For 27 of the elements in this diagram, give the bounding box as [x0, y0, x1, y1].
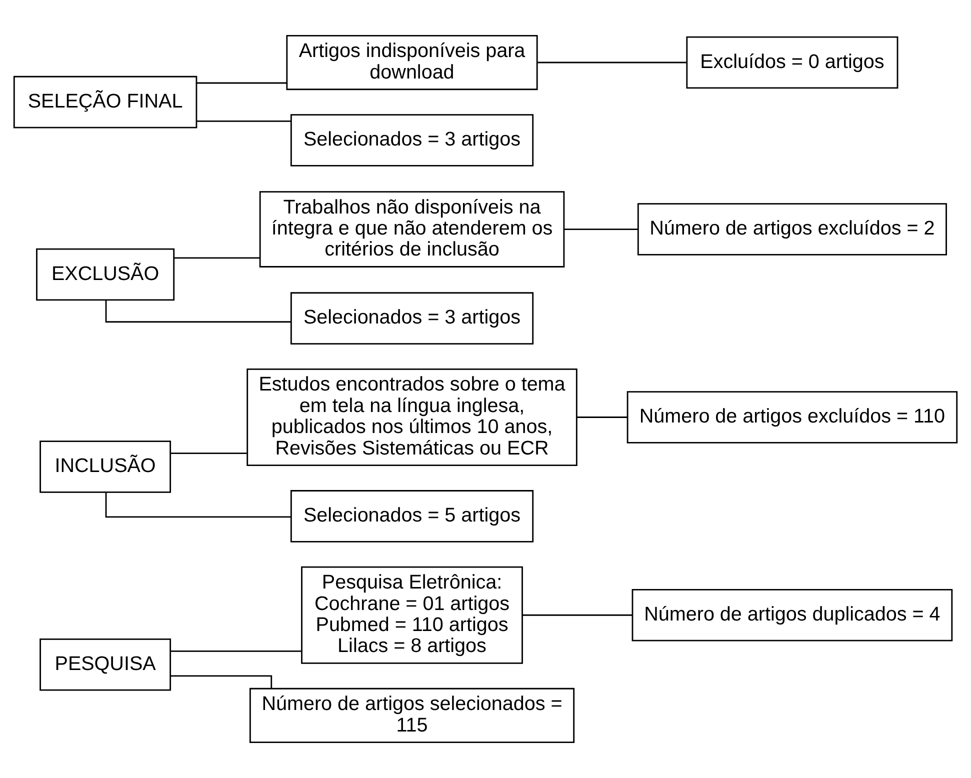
- node-box: Selecionados = 3 artigos: [290, 292, 534, 344]
- node-box: EXCLUSÃO: [36, 248, 175, 301]
- connector: [538, 62, 686, 64]
- node-box: Selecionados = 5 artigos: [290, 490, 534, 542]
- node-box: Trabalhos não disponíveis na íntegra e que não atenderem os critérios de inclusão: [259, 191, 565, 268]
- connector: [170, 452, 247, 454]
- node-box: Estudos encontrados sobre o tema em tela na língua inglesa, publicados nos últimos 10 anos, Revisões Sistemáticas ou ECR: [246, 368, 578, 466]
- node-box: Selecionados = 3 artigos: [290, 114, 534, 166]
- connector: [170, 650, 302, 652]
- connector: [196, 82, 287, 84]
- node-box: SELEÇÃO FINAL: [13, 76, 198, 128]
- connector: [577, 416, 628, 418]
- node-box: Número de artigos duplicados = 4: [632, 589, 953, 642]
- node-box: Número de artigos selecionados = 115: [249, 688, 575, 744]
- node-box: Pesquisa Eletrônica: Cochrane = 01 artigos Pubmed = 110 artigos Lilacs = 8 artigos: [301, 566, 523, 664]
- node-box: Número de artigos excluídos = 2: [637, 203, 947, 256]
- node-box: PESQUISA: [40, 638, 172, 691]
- node-box: Número de artigos excluídos = 110: [626, 391, 958, 444]
- connector: [522, 614, 632, 616]
- connector: [196, 120, 292, 122]
- node-box: INCLUSÃO: [40, 440, 172, 493]
- connector: [174, 257, 260, 259]
- node-box: Excluídos = 0 artigos: [686, 36, 898, 89]
- connector: [105, 300, 292, 323]
- node-box: Artigos indisponíveis para download: [286, 34, 538, 90]
- connector: [105, 492, 292, 518]
- connector: [564, 228, 638, 230]
